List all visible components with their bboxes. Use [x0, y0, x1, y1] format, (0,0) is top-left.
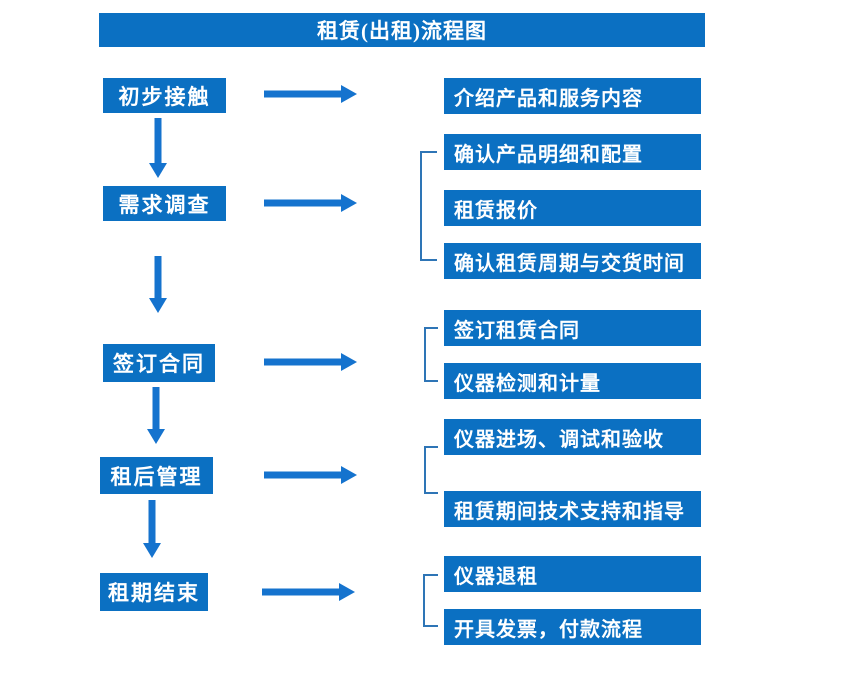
step-box-demand-survey: 需求调查 — [103, 186, 226, 221]
arrow-right-icon — [264, 353, 357, 371]
arrow-right-icon — [264, 466, 357, 484]
arrow-down-icon — [147, 387, 165, 444]
arrow-down-icon — [149, 256, 167, 313]
detail-box: 租赁报价 — [444, 190, 701, 226]
detail-box: 开具发票，付款流程 — [444, 609, 701, 645]
detail-box: 仪器检测和计量 — [444, 363, 701, 399]
detail-box: 仪器进场、调试和验收 — [444, 419, 701, 455]
detail-box: 租赁期间技术支持和指导 — [444, 491, 701, 527]
page-title: 租赁(出租)流程图 — [317, 19, 487, 43]
title-bar: 租赁(出租)流程图 — [99, 13, 705, 47]
step-box-initial-contact: 初步接触 — [103, 78, 226, 113]
step-box-post-rental-mgmt: 租后管理 — [100, 457, 213, 494]
detail-box: 介绍产品和服务内容 — [444, 78, 701, 114]
detail-box: 确认租赁周期与交货时间 — [444, 243, 701, 279]
group-bracket — [424, 446, 438, 494]
detail-box: 仪器退租 — [444, 556, 701, 592]
detail-box: 确认产品明细和配置 — [444, 134, 701, 170]
arrow-right-icon — [264, 85, 357, 103]
step-box-rental-end: 租期结束 — [100, 573, 208, 611]
group-bracket — [420, 151, 437, 261]
detail-box: 签订租赁合同 — [444, 310, 701, 346]
arrow-down-icon — [149, 118, 167, 178]
step-box-sign-contract: 签订合同 — [103, 344, 215, 382]
arrow-down-icon — [143, 500, 161, 558]
arrow-right-icon — [264, 194, 357, 212]
arrow-right-icon — [262, 583, 355, 601]
group-bracket — [424, 327, 438, 382]
group-bracket — [423, 574, 438, 627]
